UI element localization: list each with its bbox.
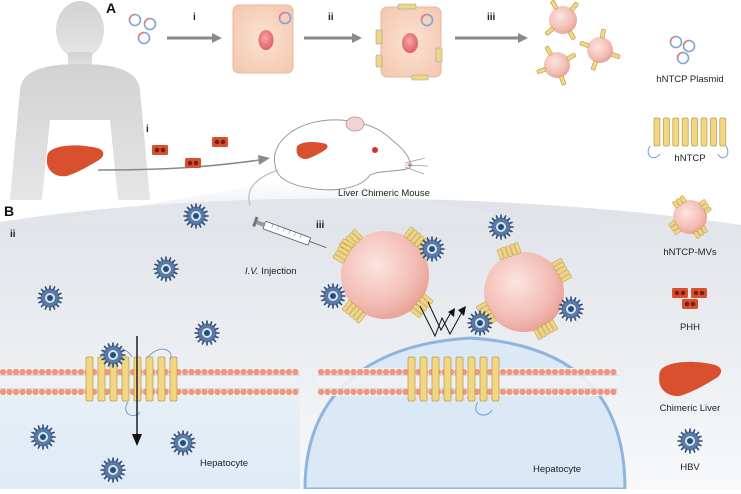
legend-label-liver: Chimeric Liver — [659, 403, 721, 414]
legend-icons — [647, 35, 729, 454]
panel-a-label: A — [106, 0, 117, 16]
step-b-iii: iii — [316, 220, 325, 231]
plasmid-group — [128, 13, 157, 45]
receptor-icon — [647, 117, 729, 159]
legend-label-hbv: HBV — [680, 462, 700, 473]
legend-label-plasmid: hNTCP Plasmid — [656, 74, 724, 85]
step-mouse-i: i — [146, 124, 149, 135]
entry-arrow — [132, 336, 142, 446]
hepatocyte-left-label: Hepatocyte — [200, 458, 249, 469]
step-a-ii: ii — [328, 12, 334, 23]
iv-italic: I.V. — [245, 266, 259, 277]
left-hntcp-receptor — [85, 347, 178, 417]
mv-medium — [476, 242, 572, 340]
human-silhouette — [10, 1, 150, 200]
hntcp-expressing-cell — [375, 3, 443, 81]
blocked-entry-arrows — [419, 301, 466, 338]
phh-transplant — [152, 137, 228, 168]
liver-chimeric-mouse — [248, 116, 429, 206]
legend-label-phh: PHH — [679, 322, 701, 333]
step-a-iii: iii — [487, 12, 496, 23]
right-hepatocyte — [303, 336, 627, 491]
panel-b-label: B — [4, 203, 15, 219]
step-b-ii: ii — [10, 229, 16, 240]
mv-large — [332, 226, 434, 324]
legend-label-mvs: hNTCP-MVs — [663, 247, 717, 258]
plasmid-icon — [669, 35, 696, 65]
iv-injection-label: I.V. Injection — [245, 266, 297, 277]
legend-label-hntcp: hNTCP — [674, 153, 706, 164]
iv-rest: Injection — [258, 266, 297, 277]
released-mvs — [536, 0, 621, 86]
microvesicle-icon — [668, 195, 712, 239]
liver-chimeric-mouse-label: Liver Chimeric Mouse — [338, 188, 430, 199]
human-liver — [47, 145, 270, 177]
hbv-icon — [677, 428, 703, 454]
transfected-cell — [232, 4, 294, 74]
step-a-i: i — [193, 12, 196, 23]
syringe-icon — [252, 216, 327, 248]
hepatocyte-right-label: Hepatocyte — [533, 464, 582, 475]
step-arrows — [167, 33, 528, 43]
